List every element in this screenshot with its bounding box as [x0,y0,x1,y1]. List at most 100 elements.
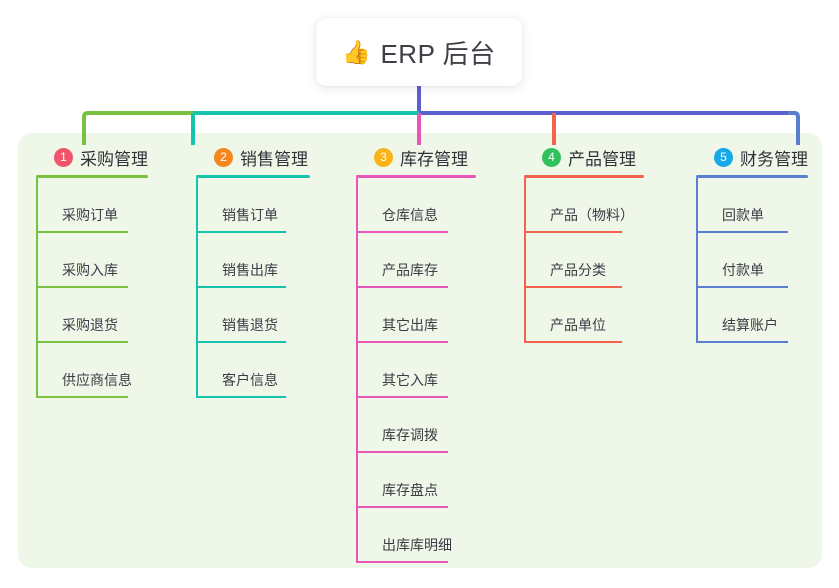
root-node-card[interactable]: 👍 ERP 后台 [316,18,522,86]
list-item-label: 结算账户 [722,317,778,333]
branch-column-purchasing: 1 采购管理 采购订单 采购入库 采购退货 供应商信息 [36,144,148,398]
list-item[interactable]: 销售退货 [196,288,310,343]
list-item-label: 其它出库 [382,317,438,333]
leaf-underline [696,231,788,233]
leaf-underline [36,231,128,233]
leaf-underline [696,286,788,288]
column-underline [696,175,808,178]
list-item[interactable]: 结算账户 [696,288,808,343]
leaf-stem [524,233,526,288]
leaf-stem [524,288,526,343]
column-number-badge: 2 [214,147,233,167]
leaf-stem [36,288,38,343]
leaf-stem [696,178,698,233]
column-header[interactable]: 1 采购管理 [36,144,148,170]
thumbs-up-icon: 👍 [342,38,372,65]
leaf-stem [356,288,358,343]
leaf-underline [356,341,448,343]
list-item-label: 产品（物料） [550,207,634,223]
list-item-label: 出库库明细 [382,537,452,553]
leaf-underline [36,396,128,398]
list-item[interactable]: 客户信息 [196,343,310,398]
list-item-label: 销售退货 [222,317,278,333]
leaf-stem [356,453,358,508]
leaf-underline [524,231,622,233]
list-item[interactable]: 采购订单 [36,178,148,233]
list-item[interactable]: 库存调拨 [356,398,476,453]
list-item-label: 库存盘点 [382,482,438,498]
list-item-label: 销售出库 [222,262,278,278]
list-item[interactable]: 供应商信息 [36,343,148,398]
column-header[interactable]: 2 销售管理 [196,144,310,170]
list-item-label: 供应商信息 [62,372,132,388]
column-header[interactable]: 5 财务管理 [696,144,808,170]
column-underline [524,175,644,178]
column-underline [356,175,476,178]
leaf-underline [196,231,286,233]
leaf-stem [696,233,698,288]
list-item-label: 采购订单 [62,207,118,223]
column-title: 财务管理 [740,149,808,169]
leaf-stem [356,233,358,288]
list-item-label: 付款单 [722,262,764,278]
leaf-stem [696,288,698,343]
branch-column-sales: 2 销售管理 销售订单 销售出库 销售退货 客户信息 [196,144,310,398]
list-item-label: 客户信息 [222,372,278,388]
column-header[interactable]: 3 库存管理 [356,144,476,170]
leaf-underline [696,341,788,343]
leaf-underline [356,561,448,563]
list-item[interactable]: 销售出库 [196,233,310,288]
column-items: 产品（物料） 产品分类 产品单位 [524,178,644,343]
list-item[interactable]: 出库库明细 [356,508,476,563]
list-item-label: 采购入库 [62,262,118,278]
column-underline [36,175,148,178]
leaf-underline [36,341,128,343]
branch-column-inventory: 3 库存管理 仓库信息 产品库存 其它出库 其它入库 [356,144,476,563]
list-item[interactable]: 产品分类 [524,233,644,288]
column-items: 回款单 付款单 结算账户 [696,178,808,343]
list-item[interactable]: 产品（物料） [524,178,644,233]
column-number-badge: 1 [54,147,73,167]
leaf-underline [356,396,448,398]
leaf-underline [356,286,448,288]
list-item[interactable]: 回款单 [696,178,808,233]
list-item[interactable]: 采购退货 [36,288,148,343]
column-number-badge: 3 [374,147,393,167]
list-item[interactable]: 其它入库 [356,343,476,398]
list-item[interactable]: 库存盘点 [356,453,476,508]
list-item-label: 库存调拨 [382,427,438,443]
leaf-stem [196,178,198,233]
leaf-underline [356,451,448,453]
leaf-stem [36,233,38,288]
list-item[interactable]: 产品单位 [524,288,644,343]
leaf-stem [524,178,526,233]
column-number-badge: 4 [542,147,561,167]
list-item-label: 产品库存 [382,262,438,278]
column-items: 采购订单 采购入库 采购退货 供应商信息 [36,178,148,398]
list-item[interactable]: 销售订单 [196,178,310,233]
list-item-label: 回款单 [722,207,764,223]
list-item[interactable]: 产品库存 [356,233,476,288]
list-item[interactable]: 采购入库 [36,233,148,288]
leaf-stem [196,233,198,288]
list-item[interactable]: 仓库信息 [356,178,476,233]
leaf-stem [36,178,38,233]
column-items: 销售订单 销售出库 销售退货 客户信息 [196,178,310,398]
leaf-stem [196,343,198,398]
branch-column-finance: 5 财务管理 回款单 付款单 结算账户 [696,144,808,343]
list-item[interactable]: 付款单 [696,233,808,288]
column-title: 销售管理 [240,149,308,169]
list-item-label: 产品分类 [550,262,606,278]
column-items: 仓库信息 产品库存 其它出库 其它入库 库存调拨 [356,178,476,563]
column-title: 采购管理 [80,149,148,169]
leaf-stem [356,343,358,398]
list-item[interactable]: 其它出库 [356,288,476,343]
leaf-underline [196,396,286,398]
leaf-stem [356,398,358,453]
leaf-stem [356,178,358,233]
leaf-underline [524,341,622,343]
leaf-underline [356,231,448,233]
column-number-badge: 5 [714,147,733,167]
column-header[interactable]: 4 产品管理 [524,144,644,170]
